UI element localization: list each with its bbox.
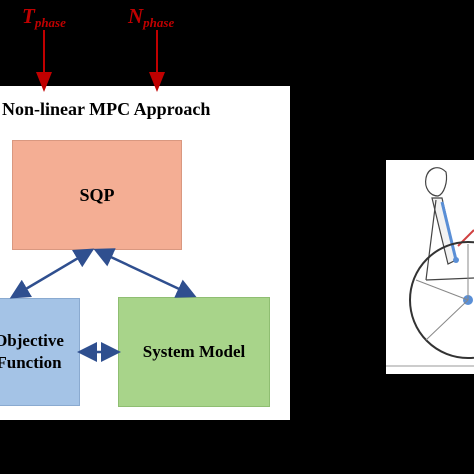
- system-model-label: System Model: [142, 342, 246, 361]
- sqp-box: SQP: [12, 140, 182, 250]
- n-symbol: N: [128, 4, 144, 28]
- objective-function-box: Objective Function: [0, 298, 80, 406]
- system-model-box: System Model: [118, 297, 270, 407]
- objective-label-line1: Objective: [0, 331, 64, 350]
- sqp-system-arrow: [93, 248, 197, 298]
- panel-title: Non-linear MPC Approach: [2, 99, 211, 119]
- objective-label-line2: Function: [0, 353, 62, 372]
- n-subscript: phase: [143, 15, 175, 30]
- t-phase-label: Tphase: [22, 4, 66, 35]
- mpc-panel: Non-linear MPC Approach SQP Objective Fu…: [0, 86, 290, 420]
- wheelchair-illustration: [386, 160, 474, 374]
- wheelchair-icon: [386, 160, 474, 374]
- sqp-objective-arrow: [9, 248, 95, 299]
- t-symbol: T: [22, 4, 35, 28]
- n-phase-label: Nphase: [128, 4, 174, 35]
- t-subscript: phase: [34, 15, 66, 30]
- sqp-label: SQP: [79, 184, 115, 205]
